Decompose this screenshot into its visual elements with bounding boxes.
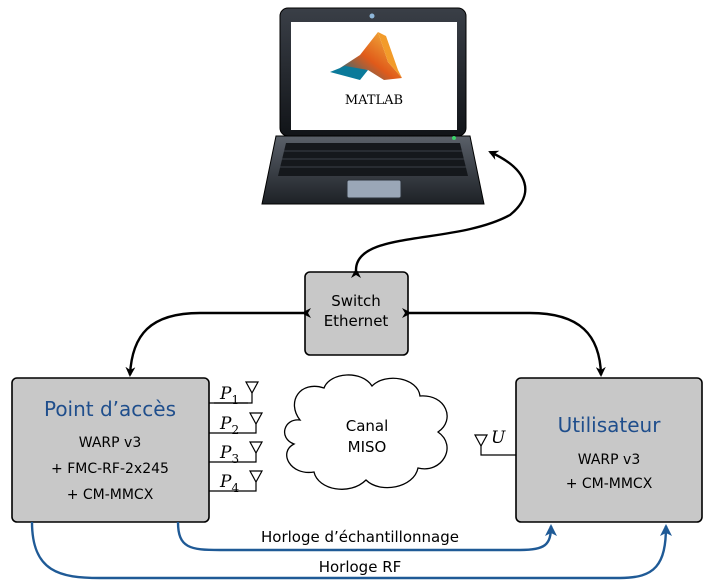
sampling-clock-link <box>176 521 557 552</box>
miso-channel-cloud <box>284 374 448 490</box>
antenna-u-label: U <box>491 428 506 448</box>
switch-label-line1: Switch <box>331 292 381 310</box>
user-title: Utilisateur <box>558 413 662 437</box>
antenna-p2-label: P2 <box>219 414 239 437</box>
rf-clock-link <box>30 521 672 580</box>
antenna-p3-label: P3 <box>219 443 239 466</box>
user-box <box>515 377 703 523</box>
access-point-line1: WARP v3 <box>79 435 141 451</box>
user-line2: + CM-MMCX <box>566 476 653 492</box>
access-point-box <box>11 377 210 523</box>
antenna-u-icon <box>473 434 516 456</box>
access-point-title: Point d’accès <box>44 397 176 421</box>
antenna-p4-icon <box>209 470 264 492</box>
access-point-line2: + FMC-RF-2x245 <box>51 461 169 477</box>
switch-ap-link <box>125 308 311 377</box>
antenna-p2-icon <box>209 412 264 434</box>
rf-clock-label: Horloge RF <box>319 558 402 576</box>
laptop-icon: MATLAB <box>261 7 485 205</box>
switch-user-link <box>402 308 606 377</box>
access-point-line3: + CM-MMCX <box>67 487 154 503</box>
matlab-label: MATLAB <box>345 93 403 108</box>
webcam-icon <box>369 13 375 19</box>
channel-label-line2: MISO <box>348 438 387 456</box>
user-line1: WARP v3 <box>578 452 640 468</box>
antenna-p1-label: P1 <box>219 384 239 407</box>
channel-label-line1: Canal <box>346 417 389 435</box>
sampling-clock-label: Horloge d’échantillonnage <box>261 528 459 546</box>
switch-label-line2: Ethernet <box>324 312 389 330</box>
antenna-p1-icon <box>209 381 260 404</box>
touchpad <box>346 179 402 199</box>
antenna-p3-icon <box>209 441 264 463</box>
laptop-switch-link <box>350 150 527 279</box>
ap-antennas <box>209 381 264 492</box>
antenna-p4-label: P4 <box>219 472 239 495</box>
matlab-logo-icon <box>330 32 402 80</box>
